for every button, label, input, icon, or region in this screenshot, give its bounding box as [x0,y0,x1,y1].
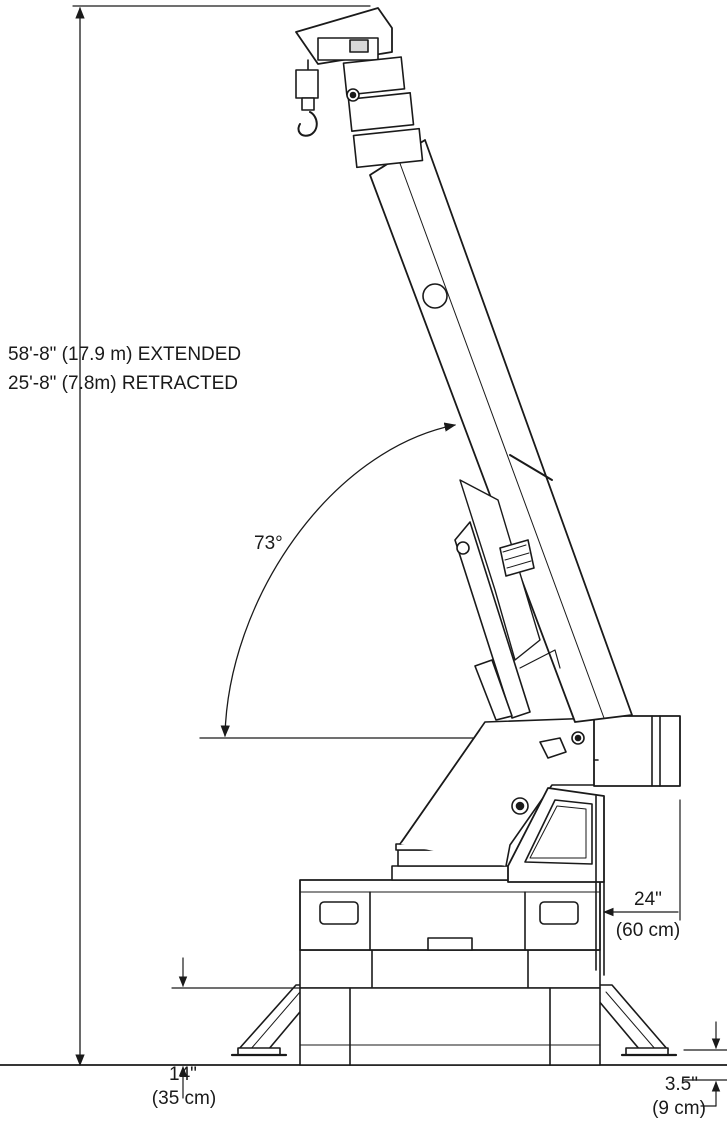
height-retracted-label: 25'-8" (7.8m) RETRACTED [8,373,238,394]
ground-clearance-dimension [171,957,301,1099]
boom-angle-label: 73° [254,533,283,554]
height-dimension [72,5,371,1067]
hook-block [295,59,319,137]
superstructure [399,717,597,867]
pad-height-in-label: 3.5" [664,1074,698,1095]
lift-cylinder [454,479,561,721]
operator-cab [507,787,605,976]
height-extended-label: 58'-8" (17.9 m) EXTENDED [8,344,242,365]
outrigger-left [230,984,311,1057]
outrigger-offset-in-label: 24" [634,889,662,910]
counterweight [593,715,681,787]
ground-clearance-in-label: 14" [169,1064,197,1085]
outrigger-offset-dimension [602,799,681,921]
pad-height-dimension [683,1021,727,1107]
chassis-lower [299,949,601,1066]
chassis-body [299,879,601,951]
ground-clearance-cm-label: (35 cm) [151,1088,217,1109]
outrigger-right [597,984,678,1057]
boom-angle-dimension [199,422,481,739]
pad-height-cm-label: (9 cm) [652,1098,706,1119]
outrigger-offset-cm-label: (60 cm) [615,920,681,941]
boom-head [295,7,424,169]
